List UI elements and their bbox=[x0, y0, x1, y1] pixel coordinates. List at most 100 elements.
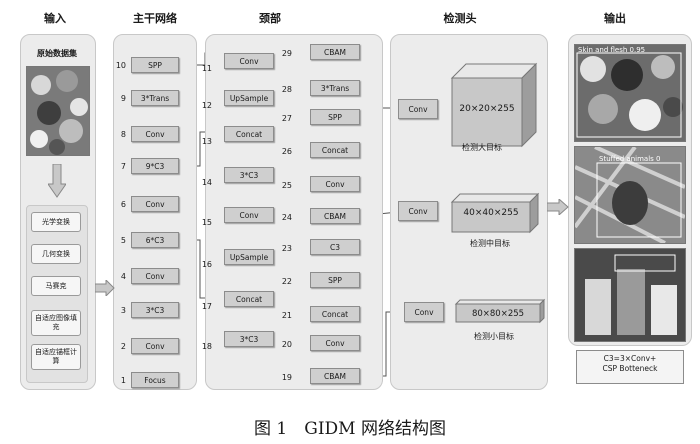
header-neck: 颈部 bbox=[259, 12, 281, 25]
backbone-layer: Focus bbox=[131, 372, 179, 388]
layer-number: 23 bbox=[281, 244, 292, 253]
cube-small-label: 检测小目标 bbox=[474, 332, 514, 341]
backbone-layer: 9*C3 bbox=[131, 158, 179, 174]
header-backbone: 主干网络 bbox=[133, 12, 177, 25]
animals-detection-icon bbox=[575, 147, 685, 243]
cube-small bbox=[454, 298, 546, 324]
layer-number: 14 bbox=[201, 178, 212, 187]
layer-number: 6 bbox=[120, 200, 126, 209]
figure-caption: 图 1 GIDM 网络结构图 bbox=[254, 419, 446, 439]
dataset-image bbox=[26, 66, 90, 156]
augment-step: 自适应图像填充 bbox=[31, 310, 81, 336]
neck-right-layer: Concat bbox=[310, 142, 360, 158]
neck-right-layer: SPP bbox=[310, 272, 360, 288]
backbone-layer: Conv bbox=[131, 338, 179, 354]
neck-right-layer: 3*Trans bbox=[310, 80, 360, 96]
neck-right-layer: Conv bbox=[310, 335, 360, 351]
cube-large-label: 检测大目标 bbox=[462, 143, 502, 152]
cube-medium bbox=[450, 192, 540, 234]
head-conv-medium: Conv bbox=[398, 201, 438, 221]
layer-number: 29 bbox=[281, 49, 292, 58]
backbone-panel bbox=[113, 34, 197, 390]
augment-step: 光学变换 bbox=[31, 212, 81, 232]
backbone-layer: 3*Trans bbox=[131, 90, 179, 106]
layer-number: 28 bbox=[281, 85, 292, 94]
layer-number: 3 bbox=[120, 306, 126, 315]
layer-number: 1 bbox=[120, 376, 126, 385]
right-block-arrow-output bbox=[547, 199, 569, 215]
layer-number: 20 bbox=[281, 340, 292, 349]
neck-right-layer: Conv bbox=[310, 176, 360, 192]
layer-number: 8 bbox=[120, 130, 126, 139]
layer-number: 9 bbox=[120, 94, 126, 103]
backbone-layer: Conv bbox=[131, 126, 179, 142]
neck-left-layer: UpSample bbox=[224, 249, 274, 265]
head-conv-large: Conv bbox=[398, 99, 438, 119]
cube-large-size: 20×20×255 bbox=[459, 104, 515, 114]
cube-medium-size: 40×40×255 bbox=[463, 208, 519, 218]
header-head: 检测头 bbox=[443, 12, 477, 25]
neck-left-layer: 3*C3 bbox=[224, 331, 274, 347]
layer-number: 5 bbox=[120, 236, 126, 245]
fruit-photo-icon bbox=[27, 67, 89, 155]
output-image-1: Skin and flesh 0.95 bbox=[574, 44, 686, 142]
layer-number: 19 bbox=[281, 373, 292, 382]
neck-right-layer: CBAM bbox=[310, 208, 360, 224]
backbone-layer: 3*C3 bbox=[131, 302, 179, 318]
layer-number: 24 bbox=[281, 213, 292, 222]
neck-left-layer: 3*C3 bbox=[224, 167, 274, 183]
neck-left-layer: UpSample bbox=[224, 90, 274, 106]
backbone-layer: 6*C3 bbox=[131, 232, 179, 248]
cube-small-size: 80×80×255 bbox=[471, 309, 525, 319]
layer-number: 26 bbox=[281, 147, 292, 156]
neck-right-layer: SPP bbox=[310, 109, 360, 125]
output-image-3 bbox=[574, 248, 686, 342]
header-input: 输入 bbox=[44, 12, 66, 25]
neck-left-layer: Conv bbox=[224, 207, 274, 223]
detection-label-1: Skin and flesh 0.95 bbox=[578, 46, 646, 54]
layer-number: 4 bbox=[120, 272, 126, 281]
backbone-layer: Conv bbox=[131, 268, 179, 284]
backbone-layer: SPP bbox=[131, 57, 179, 73]
neck-right-layer: C3 bbox=[310, 239, 360, 255]
note-line-1: C3=3×Conv+ bbox=[603, 354, 657, 363]
augment-step: 马赛克 bbox=[31, 276, 81, 296]
layer-number: 16 bbox=[201, 260, 212, 269]
layer-number: 25 bbox=[281, 181, 292, 190]
layer-number: 12 bbox=[201, 101, 212, 110]
layer-number: 11 bbox=[201, 64, 212, 73]
layer-number: 2 bbox=[120, 342, 126, 351]
neck-left-layer: Conv bbox=[224, 53, 274, 69]
cans-detection-icon bbox=[575, 249, 685, 341]
dataset-label: 原始数据集 bbox=[37, 49, 77, 58]
neck-right-layer: Concat bbox=[310, 306, 360, 322]
head-conv-small: Conv bbox=[404, 302, 444, 322]
header-output: 输出 bbox=[604, 12, 626, 25]
augment-step: 几何变换 bbox=[31, 244, 81, 264]
neck-left-layer: Concat bbox=[224, 126, 274, 142]
backbone-layer: Conv bbox=[131, 196, 179, 212]
augment-step: 自适应锚框计算 bbox=[31, 344, 81, 370]
layer-number: 27 bbox=[281, 114, 292, 123]
output-image-2: Stuffed animals 0 bbox=[574, 146, 686, 244]
neck-right-layer: CBAM bbox=[310, 368, 360, 384]
layer-number: 10 bbox=[115, 61, 126, 70]
cube-medium-label: 检测中目标 bbox=[470, 239, 510, 248]
note-line-2: CSP Botteneck bbox=[602, 364, 658, 373]
right-block-arrow-input bbox=[95, 280, 115, 296]
layer-number: 7 bbox=[120, 162, 126, 171]
cube-large bbox=[450, 62, 538, 148]
detection-label-2: Stuffed animals 0 bbox=[599, 155, 661, 163]
layer-number: 18 bbox=[201, 342, 212, 351]
c3-definition-note: C3=3×Conv+ CSP Botteneck bbox=[576, 350, 684, 384]
neck-right-layer: CBAM bbox=[310, 44, 360, 60]
layer-number: 13 bbox=[201, 137, 212, 146]
layer-number: 21 bbox=[281, 311, 292, 320]
neck-left-layer: Concat bbox=[224, 291, 274, 307]
down-block-arrow bbox=[48, 164, 66, 198]
layer-number: 22 bbox=[281, 277, 292, 286]
layer-number: 17 bbox=[201, 302, 212, 311]
fruit-detection-icon bbox=[575, 45, 685, 141]
layer-number: 15 bbox=[201, 218, 212, 227]
